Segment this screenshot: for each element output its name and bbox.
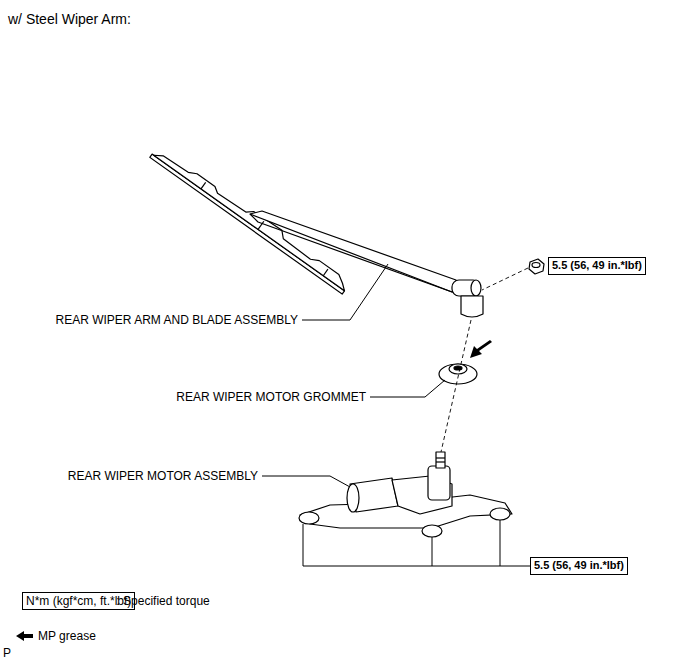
torque-spec: 5.5 (56, 49 in.*lbf) [534, 559, 624, 571]
mount [299, 512, 319, 524]
mount [490, 508, 510, 520]
wiper-blade [150, 143, 352, 294]
legend-text: MP grease [38, 629, 96, 643]
mount [422, 525, 442, 537]
part-name: REAR WIPER MOTOR GROMMET [176, 390, 366, 404]
part-name: REAR WIPER MOTOR ASSEMBLY [68, 469, 258, 483]
diagram-title: w/ Steel Wiper Arm: [8, 11, 131, 28]
torque-spec: 5.5 (56, 49 in.*lbf) [552, 259, 642, 271]
arm-pivot [461, 296, 483, 317]
grommet [439, 364, 477, 384]
figure-code: P [3, 646, 11, 660]
torque-box: 5.5 (56, 49 in.*lbf) [530, 557, 628, 574]
part-name: REAR WIPER ARM AND BLADE ASSEMBLY [55, 313, 298, 327]
grease-legend-arrow [16, 631, 33, 641]
arm-head [452, 280, 480, 296]
torque-spec: N*m (kgf*cm, ft.*lbf) [26, 594, 131, 608]
legend-text: : Specified torque [116, 594, 209, 608]
torque-box: 5.5 (56, 49 in.*lbf) [548, 257, 646, 274]
nut [529, 259, 544, 274]
grease-arrow [470, 340, 492, 358]
leader-lines [262, 264, 530, 566]
wiper-arm [250, 211, 456, 292]
